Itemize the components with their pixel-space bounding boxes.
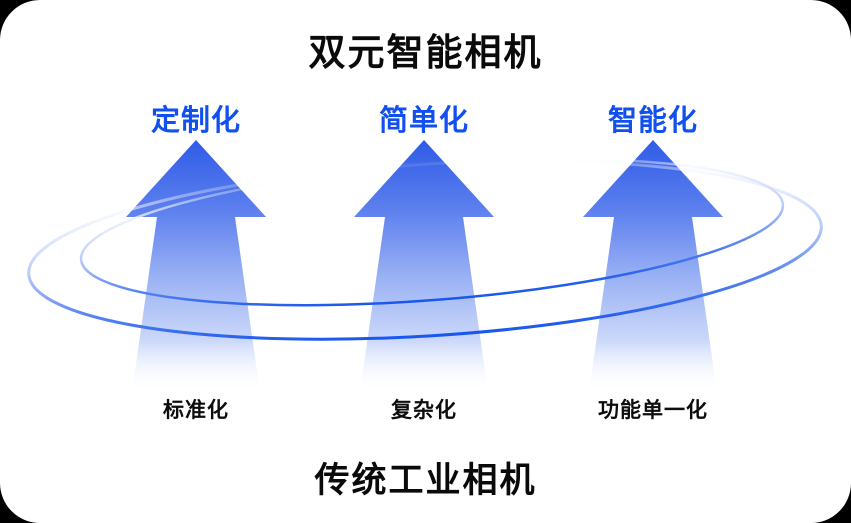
orbit-rings: [27, 157, 823, 341]
column-3-bottom-label: 功能单一化: [598, 399, 708, 422]
column-2-bottom-label: 复杂化: [391, 399, 457, 422]
up-arrow-icon-right: [583, 140, 723, 392]
up-arrow-icon-left: [126, 140, 266, 392]
column-2-top-label: 简单化: [378, 105, 469, 137]
column-1-bottom-label: 标准化: [163, 399, 229, 422]
page-title: 双元智能相机: [308, 32, 543, 73]
column-1-top-label: 定制化: [150, 105, 241, 137]
column-3-top-label: 智能化: [607, 105, 698, 137]
up-arrow-icon-middle: [354, 140, 494, 392]
footer-title: 传统工业相机: [314, 461, 537, 500]
